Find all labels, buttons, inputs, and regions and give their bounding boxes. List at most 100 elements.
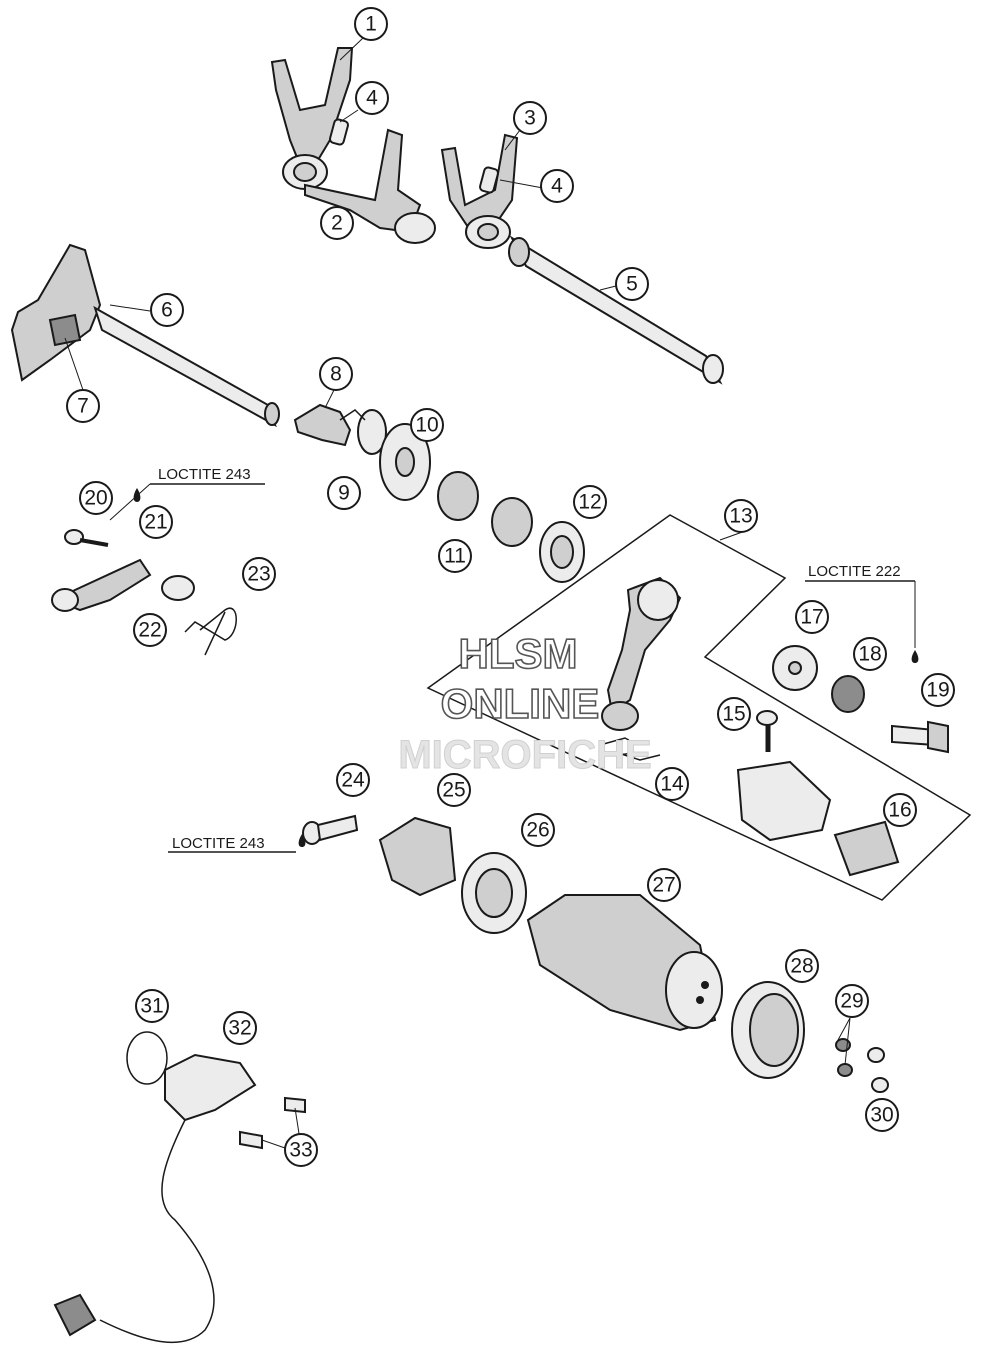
callout-8: 8 xyxy=(319,357,353,391)
callout-16: 16 xyxy=(883,793,917,827)
svg-text:31: 31 xyxy=(140,995,163,1018)
pin-15 xyxy=(756,710,778,752)
loctite-drop-2 xyxy=(911,650,919,663)
spring-14 xyxy=(599,737,661,761)
callout-13: 13 xyxy=(724,499,758,533)
washer-17 xyxy=(772,645,818,691)
svg-text:16: 16 xyxy=(888,799,911,822)
svg-text:ONLINE: ONLINE xyxy=(441,680,600,727)
svg-text:24: 24 xyxy=(341,769,365,792)
svg-text:20: 20 xyxy=(84,487,107,510)
fork-pin-4b xyxy=(479,166,499,194)
callout-5: 5 xyxy=(615,267,649,301)
shift-drum-27 xyxy=(526,894,723,1032)
callout-12: 12 xyxy=(573,485,607,519)
callout-14: 14 xyxy=(655,767,689,801)
compression-spring-16 xyxy=(833,820,900,877)
locking-lever-roller xyxy=(51,588,79,612)
shift-quadrant-8 xyxy=(293,403,352,447)
callout-29: 29 xyxy=(835,984,869,1018)
svg-text:7: 7 xyxy=(77,395,89,418)
svg-text:12: 12 xyxy=(578,491,601,514)
fork-rail-5 xyxy=(508,235,724,385)
svg-text:LOCTITE 222: LOCTITE 222 xyxy=(808,563,901,580)
callout-3: 3 xyxy=(513,101,547,135)
washer-10-hole xyxy=(395,447,415,477)
callout-26: 26 xyxy=(521,813,555,847)
shift-fork-3 xyxy=(440,133,519,249)
assembly-frame-13 xyxy=(426,514,972,901)
callout-32: 32 xyxy=(223,1011,257,1045)
screw-20 xyxy=(64,529,109,547)
svg-text:17: 17 xyxy=(800,606,823,629)
spring-clip-9 xyxy=(339,409,387,455)
svg-text:25: 25 xyxy=(442,779,465,802)
slider-body xyxy=(736,760,832,842)
callout-28: 28 xyxy=(785,949,819,983)
needle-bearing-11 xyxy=(437,471,533,547)
svg-text:30: 30 xyxy=(870,1104,893,1127)
callout-21: 21 xyxy=(139,505,173,539)
callout-18: 18 xyxy=(853,637,887,671)
bearing-28 xyxy=(731,981,805,1079)
svg-text:32: 32 xyxy=(228,1017,251,1040)
svg-text:6: 6 xyxy=(161,299,173,322)
loctite-note-1: LOCTITE 243 xyxy=(109,466,265,521)
gear-position-sensor-32 xyxy=(53,1053,257,1343)
callout-24: 24 xyxy=(336,763,370,797)
svg-text:14: 14 xyxy=(660,773,684,796)
svg-text:27: 27 xyxy=(652,874,675,897)
callout-23: 23 xyxy=(242,557,276,591)
svg-text:MICROFICHE: MICROFICHE xyxy=(398,733,651,777)
callout-1: 1 xyxy=(354,7,388,41)
loctite-drop-1 xyxy=(133,488,141,502)
callout-31: 31 xyxy=(135,989,169,1023)
svg-text:11: 11 xyxy=(444,545,466,568)
loctite-note-2: LOCTITE 222 xyxy=(805,563,916,648)
sleeve-22 xyxy=(161,575,195,601)
callout-27: 27 xyxy=(647,868,681,902)
callout-25: 25 xyxy=(437,773,471,807)
callout-6: 6 xyxy=(150,293,184,327)
screw-33 xyxy=(239,1096,306,1150)
callout-20: 20 xyxy=(79,481,113,515)
callout-4b: 4 xyxy=(540,169,574,203)
callout-30: 30 xyxy=(865,1098,899,1132)
svg-text:21: 21 xyxy=(144,511,167,534)
svg-text:33: 33 xyxy=(289,1139,312,1162)
callout-17: 17 xyxy=(795,600,829,634)
svg-text:22: 22 xyxy=(138,619,161,642)
svg-text:18: 18 xyxy=(858,643,881,666)
screw-19 xyxy=(891,720,949,754)
svg-text:2: 2 xyxy=(331,212,343,235)
seal-ring-12 xyxy=(539,521,585,583)
shift-fork-1 xyxy=(270,47,354,190)
callout-22: 22 xyxy=(133,613,167,647)
svg-text:26: 26 xyxy=(526,819,549,842)
svg-text:28: 28 xyxy=(790,955,813,978)
svg-text:4: 4 xyxy=(551,175,563,198)
locking-lever-21 xyxy=(52,558,152,612)
svg-text:HLSM: HLSM xyxy=(459,630,578,677)
callout-11: 11 xyxy=(438,539,472,573)
star-washer-18 xyxy=(831,675,865,713)
callout-19: 19 xyxy=(921,673,955,707)
svg-text:23: 23 xyxy=(247,563,270,586)
svg-text:LOCTITE 243: LOCTITE 243 xyxy=(158,466,251,483)
shift-drum-locating-25 xyxy=(378,816,457,897)
callout-10: 10 xyxy=(410,408,444,442)
shaft-guide-7 xyxy=(48,313,82,347)
svg-text:15: 15 xyxy=(722,703,745,726)
loctite-note-3: LOCTITE 243 xyxy=(168,835,296,853)
torsion-spring-23 xyxy=(184,607,237,656)
shift-fork-2 xyxy=(304,128,436,244)
callout-7: 7 xyxy=(66,389,100,423)
svg-text:19: 19 xyxy=(926,679,949,702)
svg-text:10: 10 xyxy=(415,414,438,437)
svg-text:4: 4 xyxy=(366,87,378,110)
svg-text:8: 8 xyxy=(330,363,342,386)
shift-lever-arm xyxy=(601,576,682,731)
svg-text:13: 13 xyxy=(729,505,752,528)
callout-2: 2 xyxy=(320,206,354,240)
